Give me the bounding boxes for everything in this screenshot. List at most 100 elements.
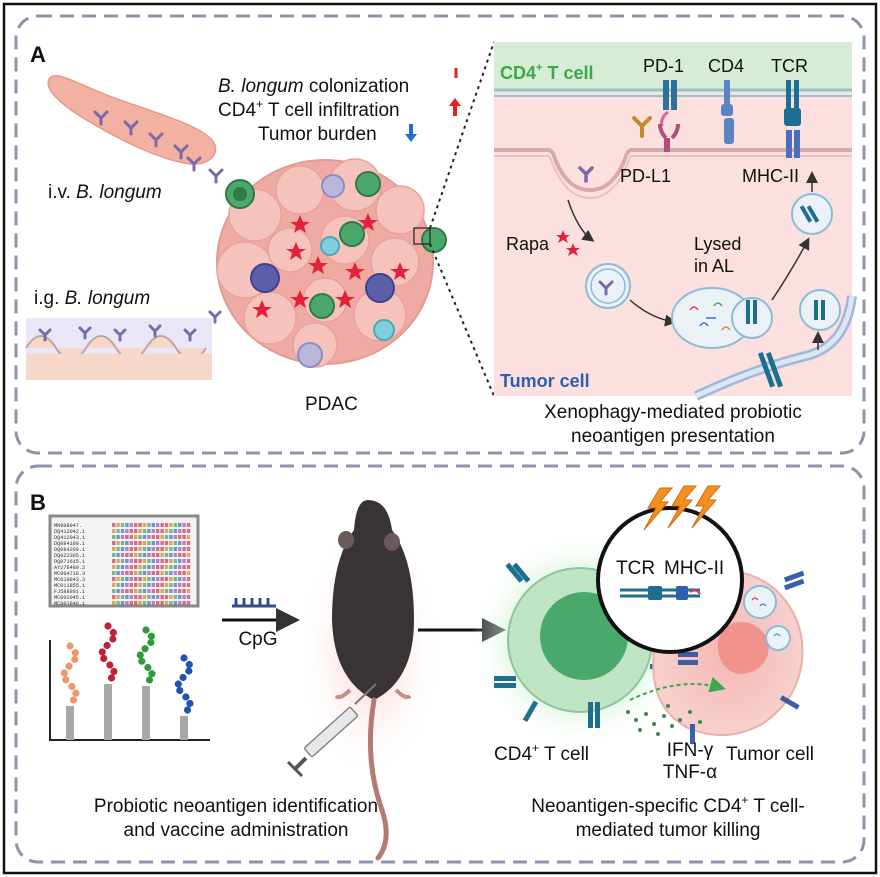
residue-mark: [164, 601, 169, 605]
residue-mark: [138, 547, 142, 551]
residue-mark: [186, 541, 191, 545]
residue-mark: [147, 553, 151, 557]
peptide-bead: [185, 667, 193, 675]
residue-mark: [112, 523, 116, 527]
peptide-bead: [136, 651, 144, 659]
peptide-bead: [68, 682, 76, 691]
residue-mark: [142, 601, 147, 605]
sequence-id: MN908947.: [54, 523, 82, 529]
residue-mark: [151, 559, 155, 563]
residue-mark: [178, 583, 182, 587]
peptide-bead: [69, 696, 78, 704]
tumor-cell-label: Tumor cell: [726, 744, 814, 765]
residue-mark: [169, 559, 173, 563]
residue-mark: [160, 571, 164, 575]
residue-mark: [134, 535, 138, 539]
zoom-line-top: [429, 41, 495, 229]
residue-mark: [178, 553, 182, 557]
residue-mark: [182, 565, 186, 569]
residue-mark: [186, 529, 191, 533]
residue-mark: [156, 571, 160, 575]
residue-mark: [129, 541, 133, 545]
sequence-id: MC001846.1: [54, 601, 85, 607]
residue-mark: [134, 589, 138, 593]
residue-mark: [112, 535, 116, 539]
residue-mark: [134, 565, 138, 569]
peptide-bead: [60, 669, 68, 677]
endosome-icon: [799, 289, 841, 331]
cpg-adjuvant-icon: [232, 598, 276, 608]
residue-mark: [151, 601, 155, 605]
sequence-id: MC002045.1: [54, 595, 85, 601]
residue-mark: [134, 541, 138, 545]
effect-tumor-burden: Tumor burden: [258, 124, 377, 145]
residue-mark: [142, 523, 147, 527]
residue-mark: [169, 565, 173, 569]
residue-mark: [186, 523, 191, 527]
sequence-id: DQ071615.1: [54, 559, 85, 565]
synapse-zoom-circle: [596, 506, 744, 654]
residue-mark: [178, 559, 182, 563]
residue-mark: [147, 577, 151, 581]
residue-mark: [182, 571, 186, 575]
peptide-bead: [174, 680, 182, 688]
residue-mark: [112, 595, 116, 599]
residue-mark: [129, 547, 133, 551]
antibody-icon: [632, 116, 652, 138]
residue-mark: [164, 541, 169, 545]
residue-mark: [156, 565, 160, 569]
residue-mark: [147, 583, 151, 587]
pdac-label: PDAC: [305, 394, 358, 415]
residue-mark: [125, 577, 129, 581]
residue-mark: [151, 595, 155, 599]
panel-b-border: [14, 464, 866, 864]
sequence-id: AY278489.2: [54, 565, 85, 571]
residue-mark: [129, 601, 133, 605]
residue-mark: [151, 583, 155, 587]
residue-mark: [178, 565, 182, 569]
residue-mark: [169, 571, 173, 575]
bacterium-icon: [578, 166, 594, 183]
residue-mark: [138, 529, 142, 533]
sequence-id: DQ412042.1: [54, 529, 85, 535]
endocytosis-arrow: [567, 199, 595, 242]
caption-b-left-line1: Probiotic neoantigen identification: [94, 796, 378, 817]
residue-mark: [125, 523, 129, 527]
pdl1-ligand-icon: [658, 123, 680, 152]
residue-mark: [147, 523, 151, 527]
residue-mark: [129, 565, 133, 569]
peptide-bead: [138, 657, 146, 665]
residue-mark: [142, 589, 147, 593]
residue-mark: [169, 535, 173, 539]
residue-mark: [120, 559, 125, 563]
residue-mark: [129, 559, 133, 563]
residue-mark: [169, 547, 173, 551]
residue-mark: [156, 547, 160, 551]
residue-mark: [182, 523, 186, 527]
residue-mark: [169, 589, 173, 593]
residue-mark: [125, 559, 129, 563]
residue-mark: [134, 583, 138, 587]
sequence-alignment-box: MN908947.DQ412042.1DQ412043.1DQ084199.1D…: [48, 514, 200, 608]
residue-mark: [186, 589, 191, 593]
residue-mark: [186, 547, 191, 551]
ig-label: i.g. B. longum: [34, 288, 150, 309]
residue-mark: [173, 559, 177, 563]
residue-mark: [120, 571, 125, 575]
residue-mark: [156, 535, 160, 539]
peptide-bead: [65, 662, 73, 670]
residue-mark: [138, 535, 142, 539]
lysed-label-1: Lysed: [694, 234, 741, 254]
residue-mark: [125, 583, 129, 587]
residue-mark: [178, 541, 182, 545]
residue-mark: [160, 589, 164, 593]
residue-mark: [169, 529, 173, 533]
residue-mark: [156, 595, 160, 599]
fusion-arrow: [629, 299, 677, 327]
residue-mark: [138, 571, 142, 575]
residue-mark: [169, 523, 173, 527]
peptide-bead: [104, 622, 112, 630]
residue-mark: [182, 547, 186, 551]
residue-mark: [138, 595, 142, 599]
residue-mark: [116, 601, 120, 605]
